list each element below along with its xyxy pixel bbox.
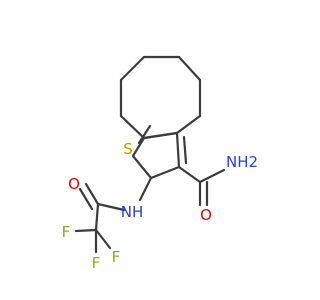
n-bond — [138, 176, 153, 202]
ring-bond — [177, 55, 202, 82]
amine-label: NH2 — [226, 153, 258, 171]
ring-bond — [149, 165, 181, 180]
ring-bond — [119, 114, 146, 140]
atom-labels: S NH NH2 O O F F F — [62, 140, 258, 272]
ring-bond — [131, 154, 153, 180]
carbonyl-bond — [177, 165, 202, 184]
carboxamide-group — [177, 165, 226, 207]
trifluoroacetamide-group — [74, 176, 153, 254]
cf-bond — [94, 228, 112, 250]
fluorine-3-label: F — [92, 254, 101, 272]
amide-bond — [198, 168, 226, 184]
fluorine-1-label: F — [62, 223, 71, 241]
ring-bond — [119, 55, 146, 82]
amide-nh-label: NH — [121, 203, 144, 221]
structure-canvas: S NH NH2 O O F F F — [62, 55, 258, 272]
ring-bond — [175, 131, 181, 169]
right-oxygen-label: O — [200, 206, 212, 224]
sulfur-label: S — [123, 140, 133, 158]
ring-double-bond — [182, 135, 188, 165]
cf-bond — [74, 228, 98, 233]
co-double-bond — [78, 187, 94, 211]
n-bond — [96, 202, 126, 212]
ring-bond — [131, 136, 146, 158]
cf3-bond — [94, 202, 100, 232]
co-double-bond — [84, 182, 100, 206]
ring-bond — [175, 114, 202, 135]
ring-double-bond — [137, 124, 152, 145]
cyclooctane-ring — [119, 55, 202, 140]
fluorine-2-label: F — [112, 248, 121, 266]
molecule-structure: S NH NH2 O O F F F — [62, 55, 258, 272]
thiophene-ring — [131, 124, 188, 180]
ring-bond — [142, 131, 179, 140]
left-oxygen-label: O — [68, 175, 80, 193]
